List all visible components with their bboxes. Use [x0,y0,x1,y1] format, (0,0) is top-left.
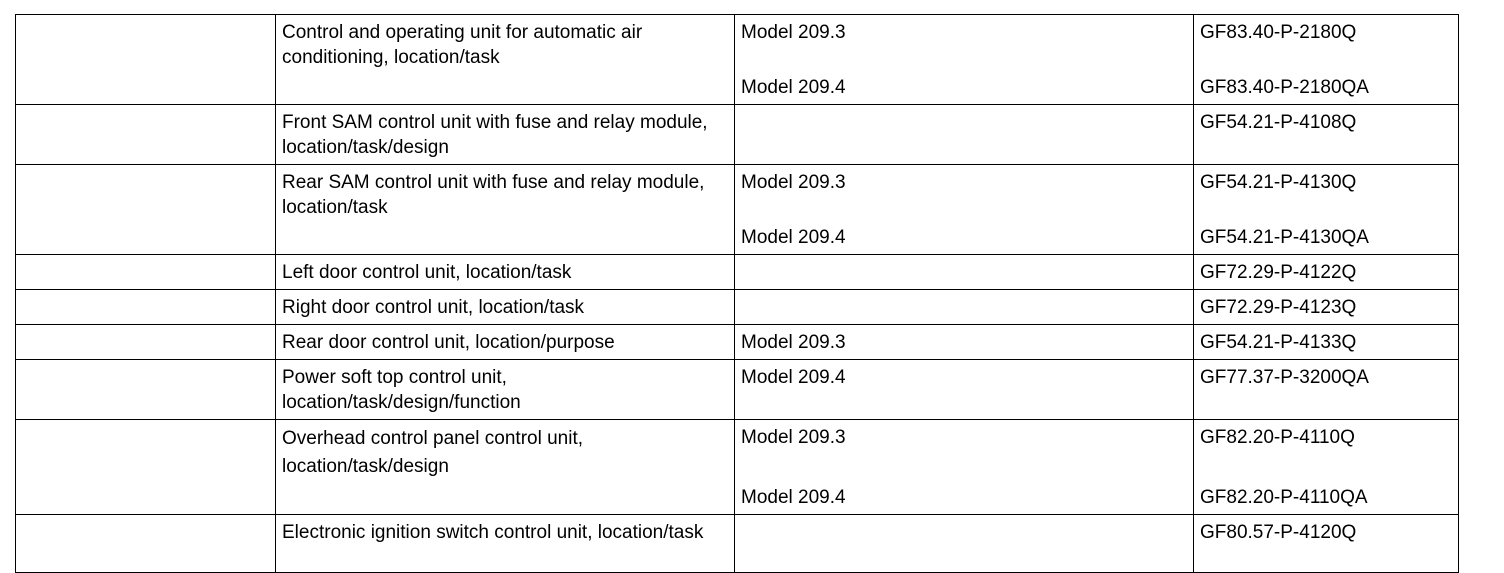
component-name: Rear SAM control unit with fuse and rela… [282,172,705,218]
document-cell: GF54.21-P-4130Q GF54.21-P-4130QA [1193,164,1459,255]
document-cell: GF72.29-P-4123Q [1193,289,1459,325]
model-cell [734,254,1194,290]
model-label: Model 209.4 [741,227,846,248]
component-cell: Electronic ignition switch control unit,… [275,514,735,573]
document-number: GF77.37-P-3200QA [1200,367,1369,388]
component-name: Power soft top control unit, location/ta… [282,367,521,413]
component-cell: Left door control unit, location/task [275,254,735,290]
document-number: GF54.21-P-4130QA [1200,227,1369,248]
component-name: Front SAM control unit with fuse and rel… [282,112,708,158]
blank-cell [15,289,276,325]
table-row: Front SAM control unit with fuse and rel… [15,104,1459,165]
component-cell: Right door control unit, location/task [275,289,735,325]
model-cell [734,514,1194,573]
component-name: Left door control unit, location/task [282,262,572,283]
document-number: GF54.21-P-4133Q [1200,332,1357,353]
document-cell: GF72.29-P-4122Q [1193,254,1459,290]
table-row: Power soft top control unit, location/ta… [15,359,1459,420]
document-cell: GF77.37-P-3200QA [1193,359,1459,420]
model-cell: Model 209.3 [734,324,1194,360]
model-cell: Model 209.3 Model 209.4 [734,14,1194,105]
table-row: Rear SAM control unit with fuse and rela… [15,164,1459,255]
component-cell: Control and operating unit for automatic… [275,14,735,105]
blank-cell [15,104,276,165]
model-cell: Model 209.3 Model 209.4 [734,419,1194,515]
model-cell [734,104,1194,165]
component-cell: Overhead control panel control unit, loc… [275,419,735,515]
component-name: Right door control unit, location/task [282,297,585,318]
document-number: GF83.40-P-2180QA [1200,77,1369,98]
blank-cell [15,324,276,360]
component-cell: Rear SAM control unit with fuse and rela… [275,164,735,255]
component-name: Electronic ignition switch control unit,… [282,522,704,543]
component-cell: Front SAM control unit with fuse and rel… [275,104,735,165]
document-number: GF72.29-P-4122Q [1200,262,1357,283]
model-cell: Model 209.3 Model 209.4 [734,164,1194,255]
blank-cell [15,14,276,105]
model-cell [734,289,1194,325]
blank-cell [15,514,276,573]
table-row: Rear door control unit, location/purpose… [15,324,1459,360]
document-number: GF54.21-P-4130Q [1200,172,1357,193]
model-label: Model 209.3 [741,427,846,448]
document-number: GF83.40-P-2180Q [1200,22,1357,43]
component-name: Overhead control panel control unit, loc… [282,428,584,477]
blank-cell [15,419,276,515]
model-label: Model 209.3 [741,172,846,193]
model-cell: Model 209.4 [734,359,1194,420]
table-row: Electronic ignition switch control unit,… [15,514,1459,573]
model-label: Model 209.3 [741,22,846,43]
component-name: Rear door control unit, location/purpose [282,332,615,353]
document-cell: GF83.40-P-2180Q GF83.40-P-2180QA [1193,14,1459,105]
blank-cell [15,254,276,290]
table-row: Overhead control panel control unit, loc… [15,419,1459,515]
document-number: GF72.29-P-4123Q [1200,297,1357,318]
model-label: Model 209.4 [741,487,846,508]
model-label: Model 209.4 [741,367,846,388]
document-number: GF80.57-P-4120Q [1200,522,1357,543]
blank-cell [15,359,276,420]
document-cell: GF82.20-P-4110Q GF82.20-P-4110QA [1193,419,1459,515]
document-number: GF82.20-P-4110Q [1200,427,1355,448]
component-cell: Rear door control unit, location/purpose [275,324,735,360]
control-unit-table: Control and operating unit for automatic… [15,14,1459,573]
component-name: Control and operating unit for automatic… [282,22,643,68]
table-row: Left door control unit, location/task GF… [15,254,1459,290]
component-cell: Power soft top control unit, location/ta… [275,359,735,420]
table-row: Control and operating unit for automatic… [15,14,1459,105]
blank-cell [15,164,276,255]
table-row: Right door control unit, location/task G… [15,289,1459,325]
document-number: GF82.20-P-4110QA [1200,487,1368,508]
document-cell: GF54.21-P-4133Q [1193,324,1459,360]
document-cell: GF54.21-P-4108Q [1193,104,1459,165]
model-label: Model 209.4 [741,77,846,98]
document-number: GF54.21-P-4108Q [1200,112,1357,133]
model-label: Model 209.3 [741,332,846,353]
document-cell: GF80.57-P-4120Q [1193,514,1459,573]
